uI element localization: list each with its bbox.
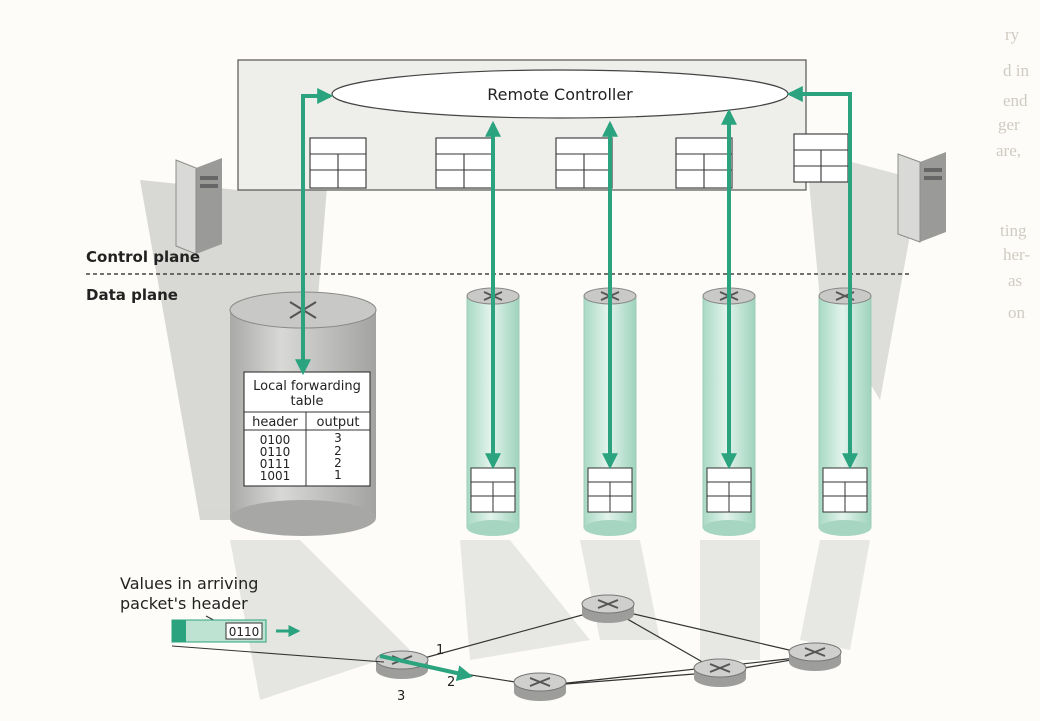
controller-table-4 [675,137,733,189]
data-plane-label: Data plane [86,286,178,304]
arrow-controller-to-router-4 [786,86,858,470]
svg-text:are,: are, [996,141,1021,160]
controller-table-3 [555,137,613,189]
row-output-value: 3 [334,431,342,445]
row-output-value: 2 [334,456,342,470]
packet-header-value: 0110 [229,625,260,639]
remote-controller-label: Remote Controller [487,85,633,104]
router-tubes [466,287,872,536]
svg-text:ting: ting [1000,221,1027,240]
row-header-value: 1001 [260,469,291,483]
svg-text:end: end [1003,91,1028,110]
svg-text:her-: her- [1003,245,1030,264]
svg-text:d in: d in [1003,61,1029,80]
network-routers [375,594,842,701]
router-icon [513,672,567,701]
port-label-1: 1 [436,643,444,658]
row-header-value: 0110 [260,445,291,459]
svg-text:ger: ger [998,115,1020,134]
background-page-text: ry d in end ger are, ting her- as on [996,25,1030,322]
column-header-output: output [317,415,360,430]
control-plane-label: Control plane [86,248,200,266]
row-output-value: 1 [334,468,342,482]
server-tower-left-icon [175,158,222,255]
arrow-controller-to-local-router [295,88,334,376]
server-tower-right-icon [897,152,946,243]
row-output-value: 2 [334,444,342,458]
control-arrows [295,86,858,470]
svg-text:on: on [1008,303,1026,322]
packet-caption-line2: packet's header [120,594,248,613]
svg-text:ry: ry [1005,25,1020,44]
forwarding-path-arrow [379,654,474,682]
router-icon [788,642,842,671]
router-tube-4 [818,287,872,536]
port-label-2: 2 [447,675,455,690]
svg-text:as: as [1008,271,1022,290]
arriving-packet: 0110 [171,619,267,643]
router-icon [693,658,747,687]
router-icon [581,594,635,623]
row-header-value: 0100 [260,433,291,447]
controller-table-1 [309,137,367,189]
local-forwarding-table: Local forwarding table header output 010… [243,371,371,487]
column-header-header: header [252,415,298,430]
forwarding-table-title-1: Local forwarding [253,379,361,394]
forwarding-table-title-2: table [291,394,324,409]
incoming-link [171,645,385,663]
port-label-3: 3 [397,689,405,704]
controller-table-5 [793,133,849,183]
row-header-value: 0111 [260,457,291,471]
packet-caption-line1: Values in arriving [120,574,258,593]
controller-table-2 [435,137,493,189]
